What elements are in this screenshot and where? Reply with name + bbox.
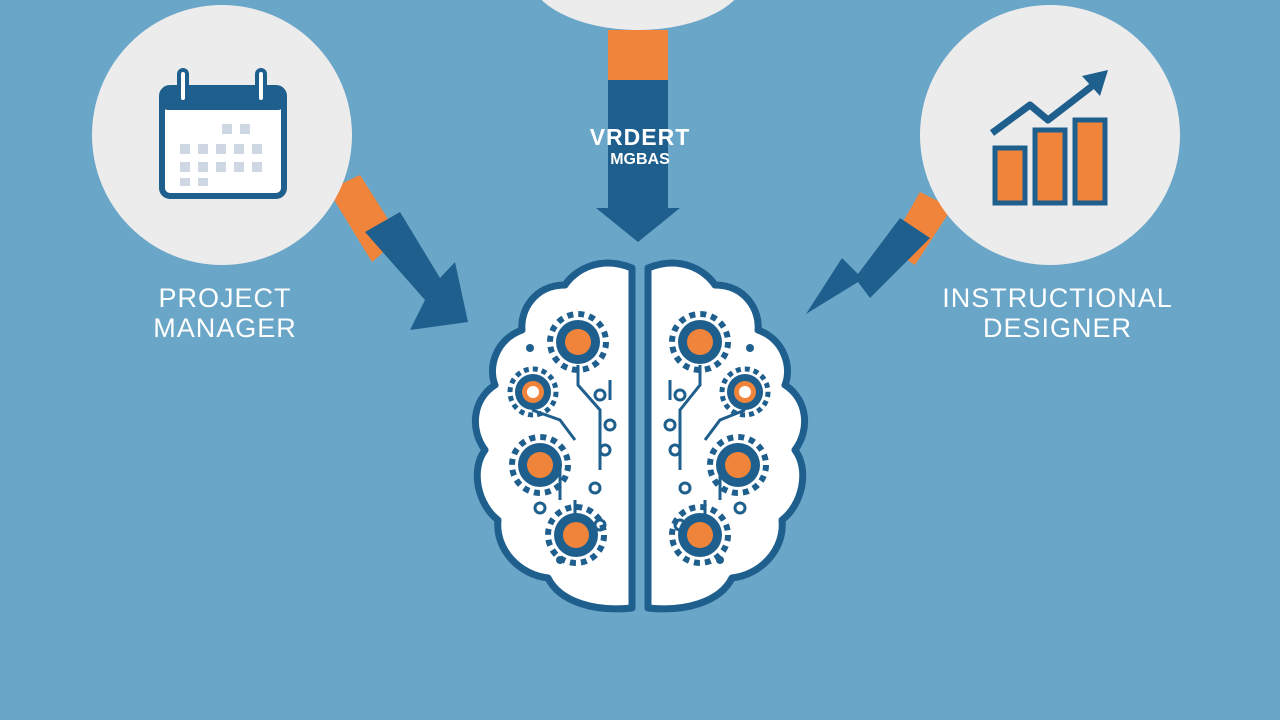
gear-icon: [707, 434, 769, 496]
bar-chart-trend-icon: [989, 70, 1108, 206]
right-node: [920, 5, 1180, 265]
gear-icon: [547, 311, 609, 373]
top-node-label-line1: VRDERT: [589, 124, 691, 150]
calendar-icon: [159, 68, 287, 199]
brain-circuit-icon: [471, 259, 809, 613]
project-manager-label: PROJECT MANAGER: [110, 283, 340, 343]
instructional-designer-label: INSTRUCTIONAL DESIGNER: [915, 283, 1200, 343]
gear-icon: [545, 504, 607, 566]
project-manager-label-line2: MANAGER: [153, 313, 297, 344]
top-node: [541, 0, 735, 30]
gear-icon: [507, 366, 559, 418]
gear-icon: [509, 434, 571, 496]
top-node-circle: [541, 0, 735, 30]
top-node-label: VRDERT MGBAS: [560, 124, 720, 169]
left-node: [92, 5, 352, 265]
gear-icon: [669, 311, 731, 373]
gear-icon: [719, 366, 771, 418]
left-arrow: [328, 175, 468, 330]
gear-icon: [669, 504, 731, 566]
instructional-designer-label-line1: INSTRUCTIONAL: [942, 283, 1173, 313]
top-node-label-line2: MGBAS: [610, 150, 670, 168]
top-arrow: [596, 30, 680, 242]
project-manager-label-line1: PROJECT: [158, 283, 292, 313]
right-arrow: [806, 192, 952, 314]
instructional-designer-label-line2: DESIGNER: [982, 313, 1133, 344]
